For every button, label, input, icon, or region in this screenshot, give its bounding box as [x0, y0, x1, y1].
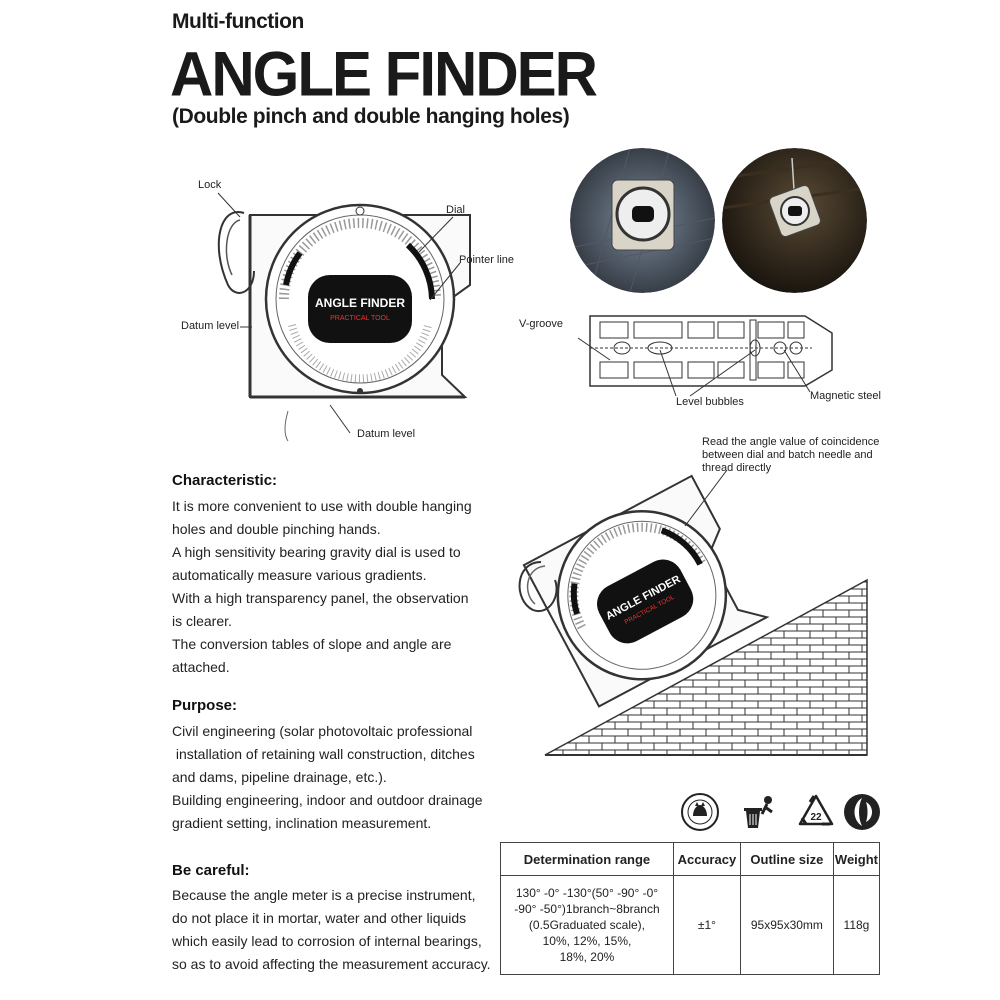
range-line: 10%, 12%, 15%,: [542, 934, 632, 948]
angle-finder-diagram: ANGLE FINDER PRACTICAL TOOL: [217, 192, 471, 442]
bottom-view-diagram: [589, 315, 833, 387]
table-header-row: Determination range Accuracy Outline siz…: [500, 842, 881, 876]
characteristic-line: automatically measure various gradients.: [172, 567, 427, 583]
page-title: ANGLE FINDER: [170, 39, 598, 110]
label-datum-level-bottom: Datum level: [357, 428, 416, 440]
cell-size: 95x95x30mm: [739, 875, 834, 975]
purpose-line: installation of retaining wall construct…: [172, 746, 475, 762]
purpose-heading: Purpose:: [172, 697, 238, 714]
header-subtitle: Multi-function: [172, 10, 304, 33]
bottom-view-leaders: [577, 337, 811, 397]
careful-line: so as to avoid affecting the measurement…: [172, 956, 491, 972]
purpose-line: Building engineering, indoor and outdoor…: [172, 792, 483, 808]
trash-bin-icon: [744, 796, 773, 828]
recycle-number: 22: [810, 812, 822, 823]
dial-sub-text: PRACTICAL TOOL: [330, 315, 390, 322]
cell-weight: 118g: [832, 875, 881, 975]
no-animal-testing-icon: [681, 793, 719, 831]
label-magnetic-steel: Magnetic steel: [810, 390, 881, 402]
purpose-line: gradient setting, inclination measuremen…: [172, 815, 432, 831]
col-header-accuracy: Accuracy: [672, 842, 741, 876]
label-v-groove: V-groove: [519, 318, 564, 330]
characteristic-heading: Characteristic:: [172, 472, 278, 489]
label-lock: Lock: [198, 179, 222, 191]
careful-text: Because the angle meter is a precise ins…: [172, 884, 502, 976]
recycle-icon: 22: [798, 794, 834, 826]
careful-line: Because the angle meter is a precise ins…: [172, 887, 476, 903]
cell-accuracy: ±1°: [672, 875, 741, 975]
photo-solar-panel: [570, 148, 715, 293]
range-line: 130° -0° -130°(50° -90° -0°: [515, 886, 659, 900]
read-angle-note: Read the angle value of coincidence betw…: [702, 436, 880, 474]
careful-line: which easily lead to corrosion of intern…: [172, 933, 482, 949]
col-header-size: Outline size: [739, 842, 834, 876]
label-level-bubbles: Level bubbles: [676, 396, 744, 408]
spec-table: Determination range Accuracy Outline siz…: [500, 842, 881, 975]
col-header-range: Determination range: [500, 842, 674, 876]
characteristic-line: The conversion tables of slope and angle…: [172, 636, 452, 652]
characteristic-line: attached.: [172, 659, 230, 675]
characteristic-line: With a high transparency panel, the obse…: [172, 590, 469, 606]
characteristic-line: is clearer.: [172, 613, 232, 629]
range-line: (0.5Graduated scale),: [528, 918, 645, 932]
header-tagline: (Double pinch and double hanging holes): [172, 105, 570, 128]
characteristic-line: A high sensitivity bearing gravity dial …: [172, 544, 461, 560]
cell-range: 130° -0° -130°(50° -90° -0° -90° -50°)1b…: [500, 875, 674, 975]
eco-globe-icon: [844, 794, 880, 830]
characteristic-line: It is more convenient to use with double…: [172, 498, 472, 514]
purpose-line: and dams, pipeline drainage, etc.).: [172, 769, 387, 785]
range-line: 18%, 20%: [559, 950, 615, 964]
purpose-text: Civil engineering (solar photovoltaic pr…: [172, 720, 502, 835]
characteristic-line: holes and double pinching hands.: [172, 521, 381, 537]
range-line: -90° -50°)1branch~8branch: [514, 902, 660, 916]
careful-line: do not place it in mortar, water and oth…: [172, 910, 467, 926]
purpose-line: Civil engineering (solar photovoltaic pr…: [172, 723, 473, 739]
label-pointer-line: Pointer line: [459, 254, 515, 266]
col-header-weight: Weight: [832, 842, 881, 876]
characteristic-text: It is more convenient to use with double…: [172, 495, 502, 679]
photo-hanging-use: [722, 148, 867, 293]
slope-illustration: ANGLE FINDER PRACTICAL TOOL: [518, 470, 868, 756]
label-datum-level-left: Datum level: [181, 320, 240, 332]
dial-brand-text: ANGLE FINDER: [315, 296, 405, 310]
table-row: 130° -0° -130°(50° -90° -0° -90° -50°)1b…: [500, 875, 881, 975]
label-dial: Dial: [446, 204, 465, 216]
careful-heading: Be careful:: [172, 862, 250, 879]
